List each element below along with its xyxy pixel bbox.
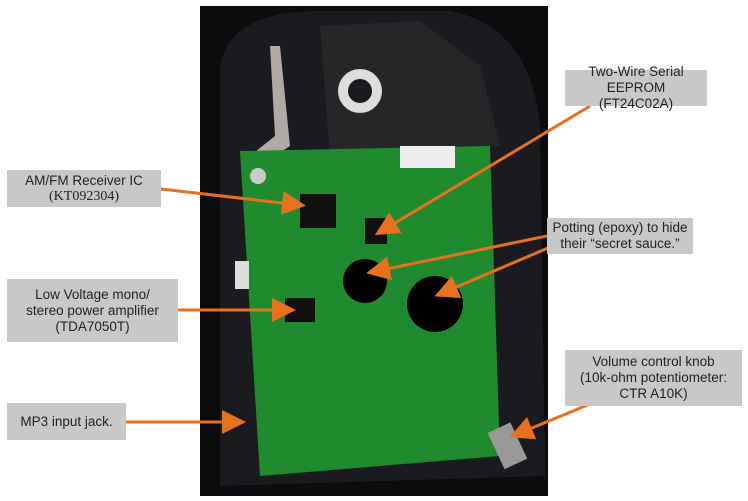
volume-knob — [487, 422, 528, 470]
potting-label: Potting (epoxy) to hide their “secret sa… — [547, 218, 693, 254]
label-line: Potting (epoxy) to hide — [552, 220, 688, 235]
label-line: their “secret sauce.” — [560, 236, 680, 251]
label-line: (10k-ohm potentiometer: — [579, 370, 728, 385]
eeprom-label: Two-Wire Serial EEPROM (FT24C02A) — [565, 64, 707, 111]
label-line: AM/FM Receiver IC — [25, 172, 143, 188]
label-line: CTR A10K) — [619, 386, 688, 401]
mp3-label: MP3 input jack. — [7, 403, 126, 440]
label-line: Volume control knob — [592, 354, 715, 369]
eeprom-chip — [365, 218, 387, 244]
label-line: EEPROM (FT24C02A) — [598, 80, 674, 111]
receiver-label: AM/FM Receiver IC (KT092304) — [7, 170, 161, 207]
volume-label: Volume control knob (10k-ohm potentiomet… — [565, 350, 742, 406]
label-line: Low Voltage mono/ — [35, 286, 150, 302]
epoxy-blob — [407, 276, 463, 332]
label-line: (TDA7050T) — [55, 318, 130, 334]
pcb-photo — [200, 6, 548, 496]
label-line: (KT092304) — [49, 188, 119, 204]
amplifier-label: Low Voltage mono/ stereo power amplifier… — [7, 279, 178, 342]
receiver-chip — [300, 194, 336, 228]
label-line: stereo power amplifier — [26, 302, 159, 318]
label-line: MP3 input jack. — [20, 413, 113, 429]
label-line: Two-Wire Serial — [588, 64, 684, 79]
amplifier-chip — [285, 298, 315, 322]
epoxy-blob — [343, 259, 387, 303]
